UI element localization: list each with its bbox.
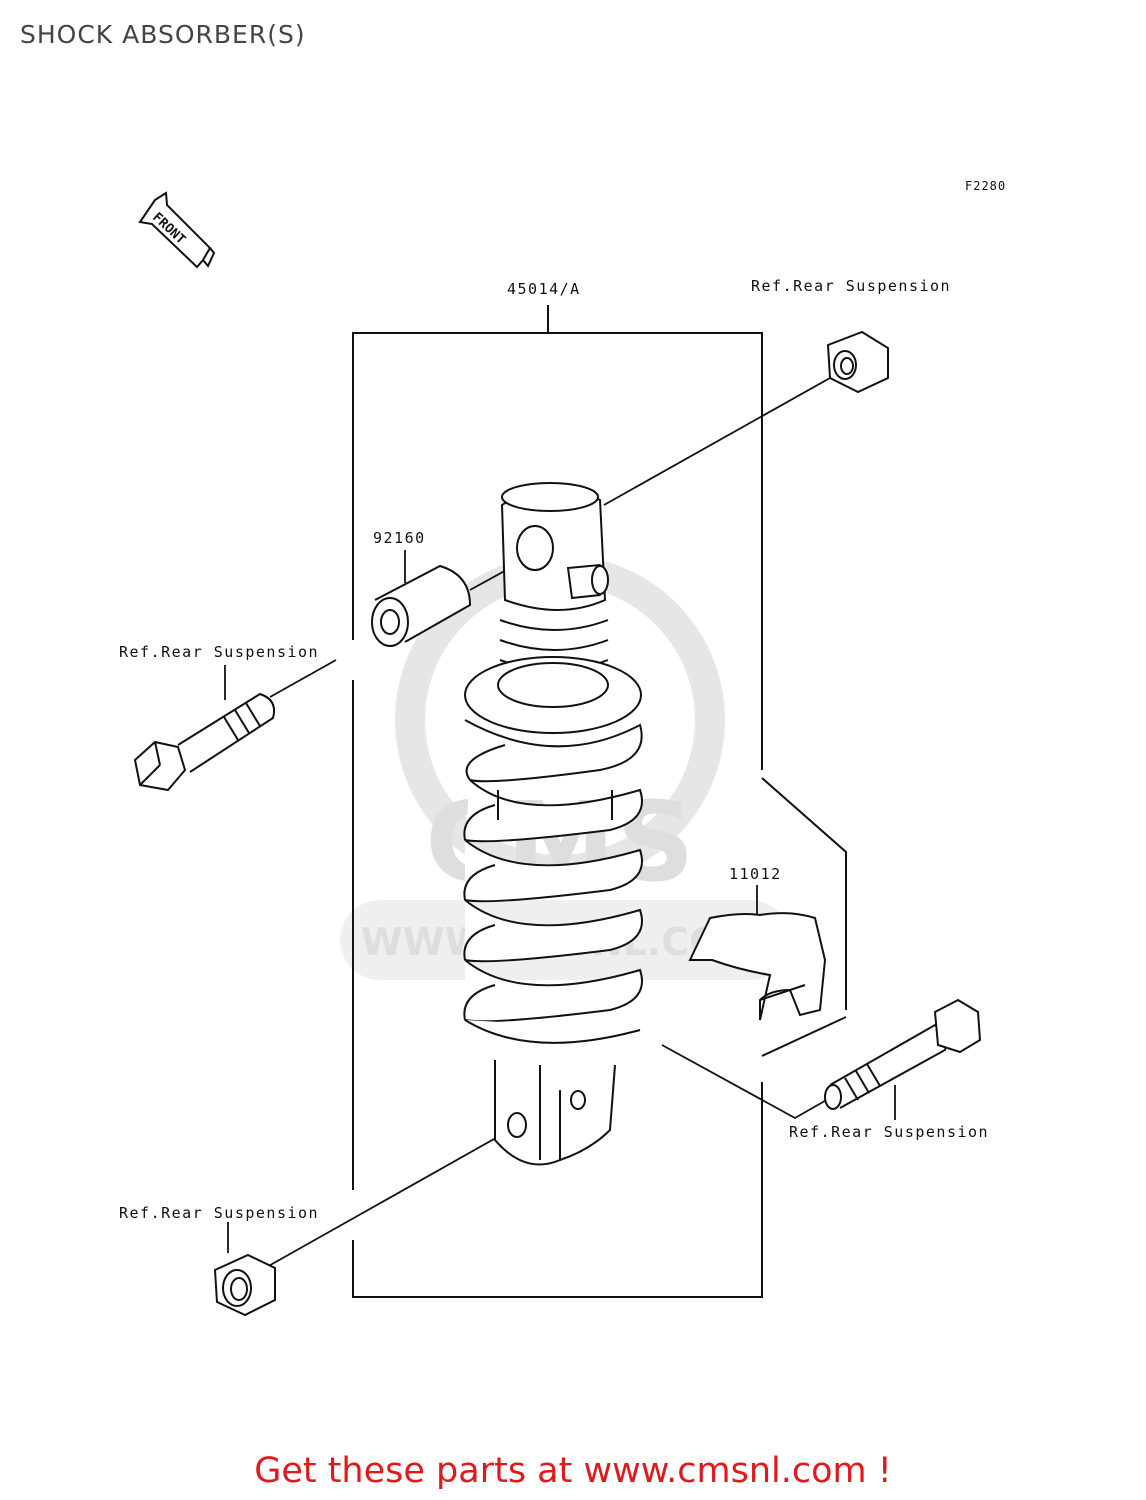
figure-code: F2280	[965, 179, 1006, 193]
clamp	[688, 912, 827, 1021]
page-title: SHOCK ABSORBER(S)	[20, 20, 306, 49]
shock-absorber	[463, 482, 643, 1166]
label-ref-rear-suspension-top-nut: Ref.Rear Suspension	[751, 277, 951, 295]
top-bolt	[133, 692, 276, 792]
label-ref-rear-suspension-bottom-bolt: Ref.Rear Suspension	[789, 1123, 989, 1141]
bottom-nut	[213, 1253, 276, 1317]
label-45014-a: 45014/A	[507, 280, 581, 298]
leader-lines	[224, 377, 896, 1269]
assembly-bracket	[352, 305, 847, 1298]
front-arrow-icon: FRONT	[138, 191, 216, 269]
label-92160: 92160	[373, 529, 426, 547]
collar	[371, 564, 472, 647]
label-ref-rear-suspension-top-bolt: Ref.Rear Suspension	[119, 643, 319, 661]
parts-link[interactable]: Get these parts at www.cmsnl.com !	[254, 1451, 892, 1491]
label-ref-rear-suspension-bottom-nut: Ref.Rear Suspension	[119, 1204, 319, 1222]
bottom-bolt	[824, 998, 982, 1110]
label-11012: 11012	[729, 865, 782, 883]
top-nut	[826, 330, 889, 394]
